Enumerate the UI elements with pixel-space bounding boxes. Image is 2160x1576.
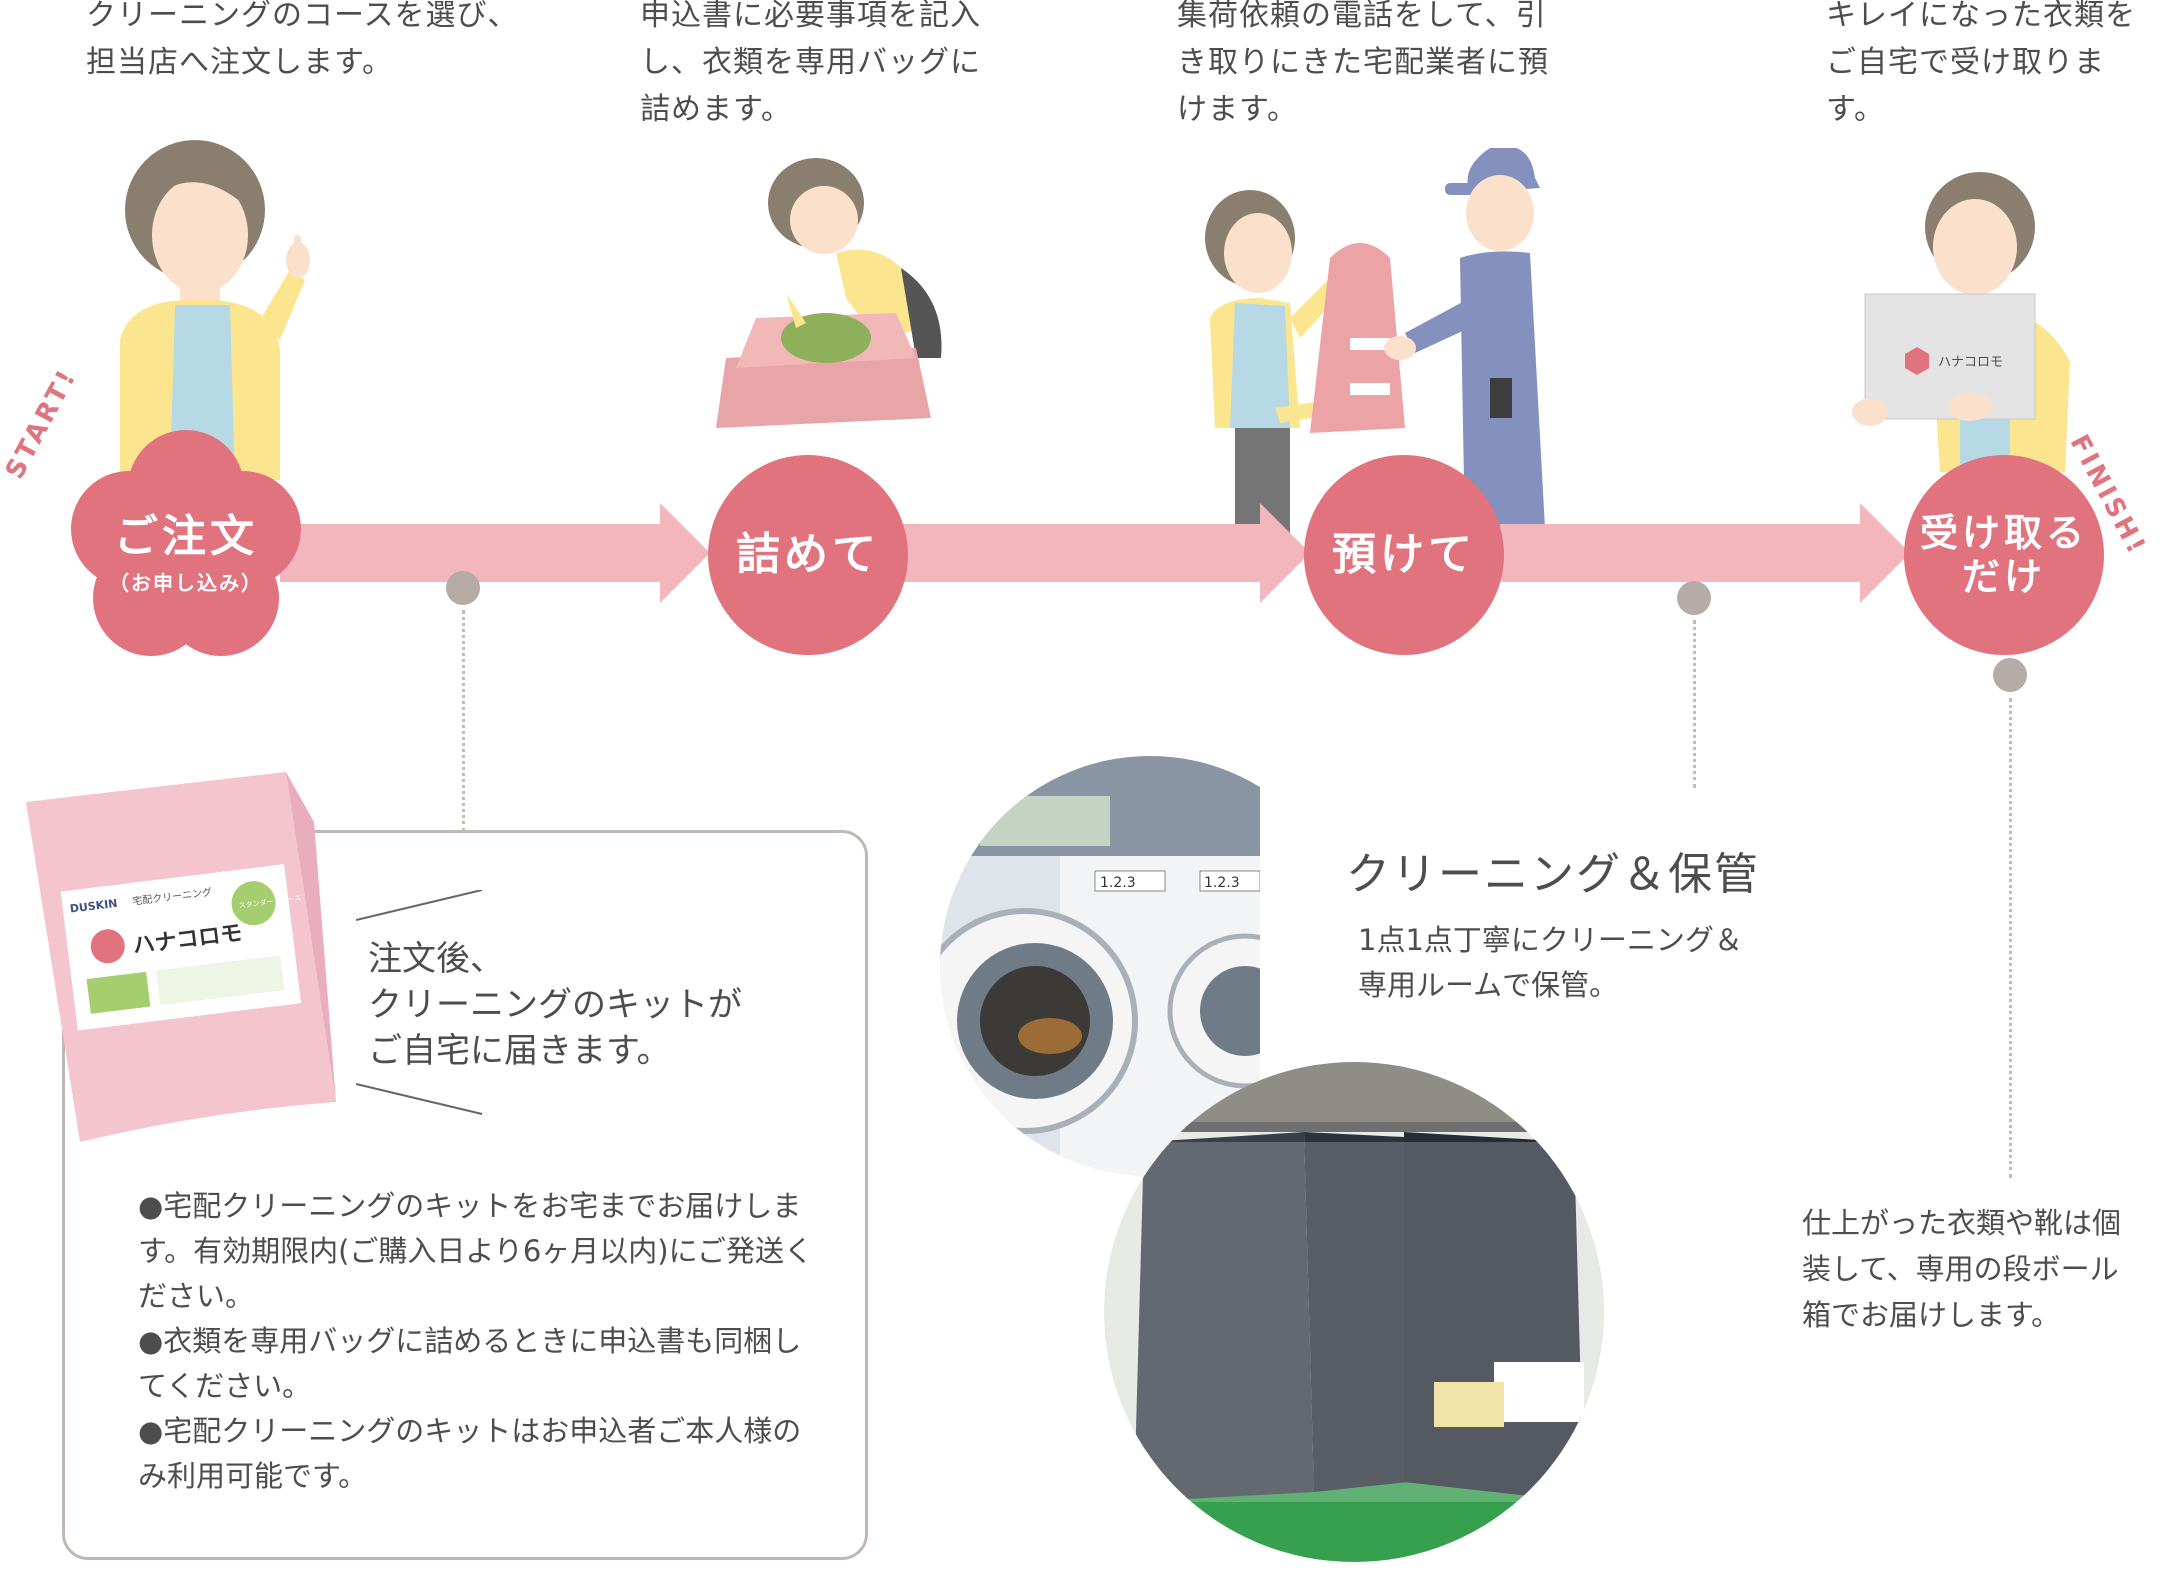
connector-line-cleaning xyxy=(1693,620,1696,788)
kit-info-box xyxy=(62,830,868,1560)
cleaning-description: 1点1点丁寧にクリーニング＆ 専用ルームで保管。 xyxy=(1358,923,1743,1002)
cleaning-title: クリーニング＆保管 xyxy=(1346,849,1760,900)
machine-label-1: 1.2.3 xyxy=(1100,875,1136,891)
step-hand-over: 預けて xyxy=(1304,455,1504,655)
order-flower-badge xyxy=(71,430,301,656)
kit-headline: 注文後、 クリーニングのキットが ご自宅に届きます。 xyxy=(368,939,742,1071)
kit-notes: ●宅配クリーニングのキットをお宅までお届けします。有効期限内(ご購入日より6ヶ月… xyxy=(138,1184,826,1499)
connector-dot-cleaning xyxy=(1677,581,1711,615)
kit-note-2: ●衣類を専用バッグに詰めるときに申込書も同梱してください。 xyxy=(138,1324,802,1403)
box-logo-text: ハナコロモ xyxy=(1938,355,2003,370)
step-caption-order: クリーニングのコースを選び、 担当店へ注文します。 xyxy=(86,0,519,80)
machine-label-2: 1.2.3 xyxy=(1204,875,1240,891)
flow-arrow-2 xyxy=(900,524,1270,582)
step-pack: 詰めて xyxy=(708,455,908,655)
storage-room-photo xyxy=(1104,1062,1604,1562)
step-caption-receive: キレイになった衣類を ご自宅で受け取ります。 xyxy=(1826,0,2136,127)
step-order: ご注文 （お申し込み） xyxy=(96,478,276,628)
packing-woman-illustration xyxy=(716,158,942,428)
flow-arrow-3 xyxy=(1500,524,1870,582)
step-label-pack: 詰めて xyxy=(736,529,880,580)
connector-line-finish xyxy=(2009,698,2012,1178)
headline-bracket xyxy=(356,890,483,1115)
step-receive: 受け取る だけ xyxy=(1904,455,2104,655)
step-label-order: ご注文 xyxy=(114,510,258,562)
step-label-hand-over: 預けて xyxy=(1332,529,1476,580)
delivery-note: 仕上がった衣類や靴は個 装して、専用の段ボール 箱でお届けします。 xyxy=(1802,1206,2122,1332)
step-caption-pack: 申込書に必要事項を記入 し、衣類を専用バッグに 詰めます。 xyxy=(640,0,981,127)
flow-arrowhead-3 xyxy=(1860,503,1910,603)
step-label-receive: 受け取る だけ xyxy=(1919,511,2088,599)
flow-arrow-1 xyxy=(280,524,670,582)
flow-arrowhead-1 xyxy=(660,503,710,603)
step-sublabel-order: （お申し込み） xyxy=(109,570,263,595)
handover-illustration xyxy=(1205,148,1545,538)
connector-dot-kit xyxy=(446,571,480,605)
kit-note-3: ●宅配クリーニングのキットはお申込者ご本人様のみ利用可能です。 xyxy=(138,1414,802,1493)
kit-package-illustration: DUSKIN 宅配クリーニング ハナコロモ スタンダードコース xyxy=(26,772,336,1142)
kit-note-1: ●宅配クリーニングのキットをお宅までお届けします。有効期限内(ご購入日より6ヶ月… xyxy=(138,1189,814,1313)
connector-dot-finish xyxy=(1993,658,2027,692)
connector-line-kit xyxy=(462,610,465,832)
step-caption-hand-over: 集荷依頼の電話をして、引 き取りにきた宅配業者に預 けます。 xyxy=(1177,0,1549,127)
receiving-woman-illustration: ハナコロモ xyxy=(1852,172,2070,472)
flow-arrowhead-2 xyxy=(1260,503,1310,603)
package-brand: DUSKIN xyxy=(69,897,118,916)
